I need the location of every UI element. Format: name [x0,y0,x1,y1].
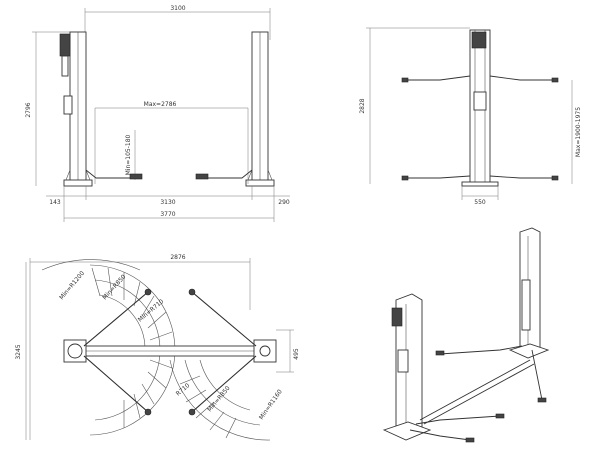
iso-view [382,227,550,443]
dim-inner-width: 3130 [160,199,175,206]
dim-right-offset: 290 [278,199,290,206]
arc-hatching [91,267,237,439]
top-arms [83,288,257,416]
dim-height: 2796 [25,102,32,117]
iso-floor-beam [419,359,531,421]
left-arm [85,169,140,179]
control-box [63,95,73,115]
dim-top-depth: 3245 [15,344,22,359]
arm-label-4: Min=R1160 [258,388,284,421]
top-view: 2876 3245 [15,254,300,441]
side-view: 2828 Max=1900-1975 550 [359,27,582,206]
arm-label-2: Min=R850 [101,273,127,301]
right-arm [198,169,253,179]
arm-label-6: R710 [175,382,192,398]
iso-arm-1 [439,345,523,355]
dim-base-width: 550 [474,199,486,206]
dim-width-top: 3100 [170,5,185,12]
dim-left-offset: 143 [49,199,61,206]
iso-arm-2 [531,349,543,401]
dim-side-height: 2828 [359,98,366,113]
iso-arm-4 [409,429,471,441]
motor [59,33,71,57]
side-upper-arm-right [489,75,555,81]
dim-offset: 495 [293,348,300,360]
front-view: 3100 2796 Max=2786 Min=105-180 [25,5,290,222]
dim-max-range: Max=1900-1975 [575,107,582,157]
dim-max-height: Max=2786 [144,101,177,108]
side-upper-arm-left [405,75,471,81]
dim-top-width: 2876 [170,254,185,261]
iso-motor [391,307,403,327]
arm-label-1: Min=R1200 [58,270,86,302]
dim-overall-width: 3770 [160,211,175,218]
dim-min-height: Min=105-180 [125,134,132,175]
iso-arm-3 [415,415,501,425]
